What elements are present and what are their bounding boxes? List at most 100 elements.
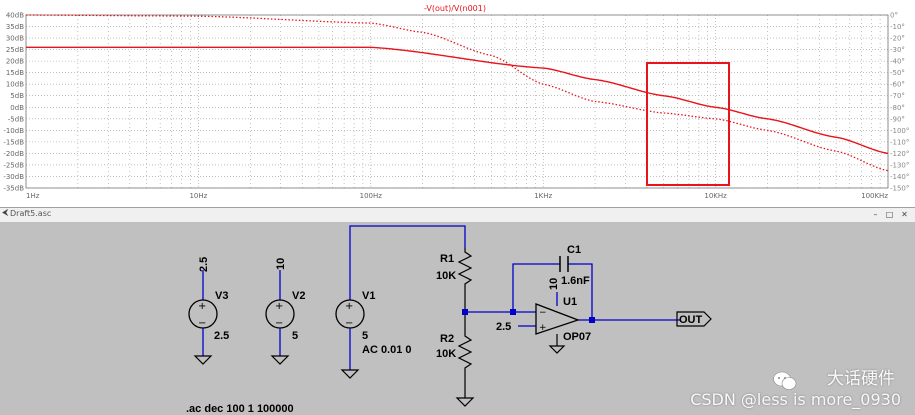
- minimize-button[interactable]: –: [873, 210, 878, 219]
- y-right-tick-label: -90°: [890, 115, 905, 123]
- voltage-source-v3[interactable]: + − 2.5 V3 2.5: [188, 257, 229, 365]
- wechat-icon: [773, 371, 797, 390]
- y-left-tick-label: 35dB: [6, 23, 24, 31]
- u1-pos-input-label[interactable]: 2.5: [496, 321, 511, 333]
- close-button[interactable]: ✕: [901, 210, 908, 219]
- u1-name[interactable]: U1: [563, 296, 577, 308]
- watermark-brand: 大话硬件: [827, 369, 895, 389]
- x-tick-label: 100KHz: [861, 192, 888, 200]
- magnitude-series-line: [26, 46, 889, 155]
- plot-frame: [25, 14, 889, 189]
- x-tick-label: 1KHz: [534, 192, 552, 200]
- v3-node-label[interactable]: 2.5: [198, 257, 210, 272]
- junction-dot: [462, 309, 468, 315]
- y-left-tick-label: -5dB: [8, 115, 24, 123]
- y-left-tick-label: 5dB: [10, 92, 24, 100]
- opamp-wiring: [462, 263, 680, 327]
- y-left-tick-label: 0dB: [10, 104, 24, 112]
- out-net-label[interactable]: OUT: [679, 314, 703, 326]
- y-right-tick-label: -140°: [890, 173, 909, 181]
- r2-name[interactable]: R2: [440, 333, 454, 345]
- y-left-tick-label: 10dB: [6, 81, 24, 89]
- ground-icon: [270, 355, 290, 365]
- y-left-tick-label: -25dB: [3, 161, 24, 169]
- x-tick-label: 10KHz: [704, 192, 727, 200]
- v3-name[interactable]: V3: [215, 290, 228, 302]
- y-left-tick-label: -30dB: [3, 173, 24, 181]
- y-right-tick-label: -110°: [890, 138, 909, 146]
- y-left-tick-label: -10dB: [3, 127, 24, 135]
- y-right-tick-label: -30°: [890, 46, 905, 54]
- y-left-tick-label: 30dB: [6, 35, 24, 43]
- schematic-window-titlebar[interactable]: ⮜ Draft5.asc – □ ✕: [0, 207, 915, 223]
- y-left-tick-label: -20dB: [3, 150, 24, 158]
- junction-dot: [510, 309, 516, 315]
- y-right-tick-label: -70°: [890, 92, 905, 100]
- svg-text:+: +: [275, 301, 283, 312]
- svg-text:+: +: [198, 301, 206, 312]
- ground-icon: [340, 369, 360, 379]
- svg-text:−: −: [275, 318, 283, 329]
- watermark-text: CSDN @less is more_0930: [690, 390, 901, 409]
- svg-text:−: −: [539, 308, 547, 318]
- voltage-source-v1[interactable]: + − V1 5 AC 0.01 0: [335, 225, 466, 379]
- out-net-flag[interactable]: OUT: [676, 311, 712, 327]
- svg-text:+: +: [539, 323, 547, 333]
- opamp-u1[interactable]: − + 10 2.5 U1 OP07: [496, 278, 591, 354]
- r1-name[interactable]: R1: [440, 253, 454, 265]
- spice-directive[interactable]: .ac dec 100 1 100000: [186, 403, 294, 415]
- highlight-box: [646, 62, 730, 186]
- schematic-drawing[interactable]: + − 2.5 V3 2.5 + − 10 V2 5 + −: [0, 222, 915, 415]
- maximize-button[interactable]: □: [885, 210, 894, 219]
- plot-grid: [25, 14, 889, 189]
- y-right-tick-label: -80°: [890, 104, 905, 112]
- y-left-tick-label: -35dB: [3, 185, 24, 193]
- svg-text:−: −: [198, 318, 206, 329]
- r1-value[interactable]: 10K: [436, 270, 456, 282]
- v2-node-label[interactable]: 10: [275, 258, 287, 270]
- y-right-tick-label: -10°: [890, 23, 905, 31]
- y-right-tick-label: -60°: [890, 81, 905, 89]
- voltage-source-v2[interactable]: + − 10 V2 5: [265, 258, 305, 365]
- v1-value[interactable]: 5: [362, 330, 368, 342]
- schematic-canvas[interactable]: + − 2.5 V3 2.5 + − 10 V2 5 + −: [0, 222, 915, 415]
- svg-text:+: +: [345, 301, 353, 312]
- x-tick-label: 1Hz: [26, 192, 40, 200]
- y-right-tick-label: -100°: [890, 127, 909, 135]
- bode-plot[interactable]: 40dB35dB30dB25dB20dB15dB10dB5dB0dB-5dB-1…: [0, 0, 915, 206]
- capacitor-c1[interactable]: C1 1.6nF: [559, 244, 590, 287]
- c1-value[interactable]: 1.6nF: [561, 275, 590, 287]
- ground-icon: [548, 345, 566, 354]
- schematic-file-icon: ⮜: [2, 208, 9, 218]
- trace-label[interactable]: -V(out)/V(n001): [424, 4, 486, 13]
- r2-value[interactable]: 10K: [436, 348, 456, 360]
- y-axis-left: 40dB35dB30dB25dB20dB15dB10dB5dB0dB-5dB-1…: [3, 12, 24, 193]
- schematic-window-title: Draft5.asc: [10, 209, 52, 218]
- x-tick-label: 10Hz: [189, 192, 207, 200]
- u1-model[interactable]: OP07: [563, 331, 591, 343]
- y-left-tick-label: 15dB: [6, 69, 24, 77]
- y-left-tick-label: 20dB: [6, 58, 24, 66]
- phase-series-line: [26, 14, 889, 172]
- v2-name[interactable]: V2: [292, 290, 305, 302]
- v1-name[interactable]: V1: [362, 290, 375, 302]
- svg-text:−: −: [345, 318, 353, 329]
- y-right-tick-label: -130°: [890, 161, 909, 169]
- v3-value[interactable]: 2.5: [214, 330, 229, 342]
- ground-icon: [193, 355, 213, 365]
- y-right-tick-label: -40°: [890, 58, 905, 66]
- y-left-tick-label: 25dB: [6, 46, 24, 54]
- resistor-r1[interactable]: R1 10K: [436, 248, 473, 312]
- v1-ac-spec[interactable]: AC 0.01 0: [362, 344, 412, 356]
- y-left-tick-label: -15dB: [3, 138, 24, 146]
- u1-supply-label[interactable]: 10: [548, 278, 560, 290]
- y-right-tick-label: -120°: [890, 150, 909, 158]
- c1-name[interactable]: C1: [567, 244, 581, 256]
- resistor-r2[interactable]: R2 10K: [436, 312, 475, 407]
- y-right-tick-label: -20°: [890, 35, 905, 43]
- v2-value[interactable]: 5: [292, 330, 298, 342]
- y-right-tick-label: -50°: [890, 69, 905, 77]
- y-right-tick-label: 0°: [890, 12, 898, 20]
